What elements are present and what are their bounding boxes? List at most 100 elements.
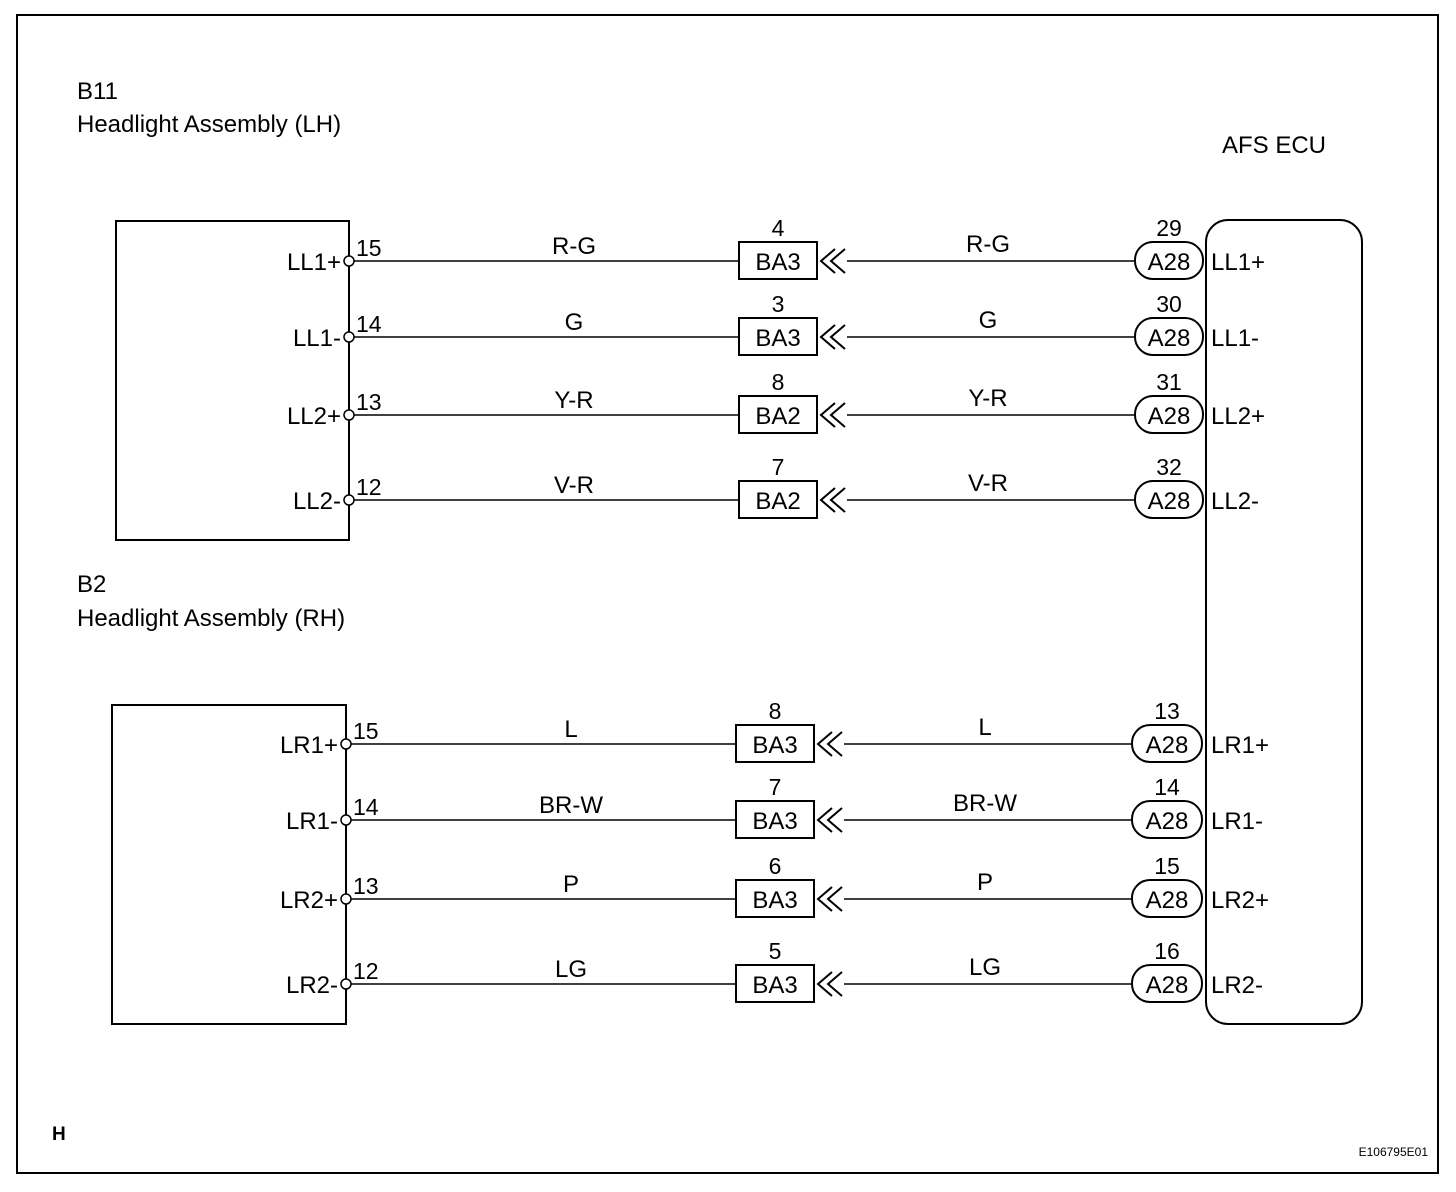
ecu-pin-number: 31 bbox=[1156, 369, 1182, 395]
rh-name: Headlight Assembly (RH) bbox=[77, 605, 345, 632]
pin-number: 13 bbox=[356, 389, 382, 415]
wire-color-right: P bbox=[977, 869, 993, 896]
ecu-pin-number: 14 bbox=[1154, 774, 1180, 800]
lh-name: Headlight Assembly (LH) bbox=[77, 111, 341, 138]
pin-terminal bbox=[340, 738, 352, 750]
ecu-connector bbox=[1131, 879, 1203, 918]
junction-pin-number: 7 bbox=[769, 774, 782, 800]
pin-terminal bbox=[340, 978, 352, 990]
connector-chevron bbox=[826, 807, 843, 833]
junction-connector bbox=[735, 879, 815, 918]
connector-chevron bbox=[829, 402, 846, 428]
ecu-pin-number: 13 bbox=[1154, 698, 1180, 724]
connector-chevron bbox=[816, 731, 833, 757]
connector-chevron bbox=[816, 971, 833, 997]
junction-pin-number: 8 bbox=[769, 698, 782, 724]
connector-chevron bbox=[829, 487, 846, 513]
afs-ecu-box bbox=[1205, 219, 1363, 1025]
ecu-terminal-name: LR1- bbox=[1211, 808, 1263, 835]
ecu-connector-label: A28 bbox=[1146, 972, 1189, 999]
ecu-name: AFS ECU bbox=[1222, 132, 1326, 159]
ecu-terminal-name: LL2- bbox=[1211, 488, 1259, 515]
pin-name: LL1- bbox=[293, 325, 341, 352]
ecu-connector bbox=[1134, 395, 1204, 434]
ecu-connector-label: A28 bbox=[1148, 249, 1191, 276]
pin-number: 14 bbox=[356, 311, 382, 337]
connector-chevron bbox=[819, 248, 836, 274]
junction-connector bbox=[738, 480, 818, 519]
junction-connector-label: BA3 bbox=[752, 732, 797, 759]
pin-name: LL2+ bbox=[287, 403, 341, 430]
ecu-pin-number: 30 bbox=[1156, 291, 1182, 317]
pin-number: 12 bbox=[353, 958, 379, 984]
pin-name: LR1- bbox=[286, 808, 338, 835]
junction-pin-number: 6 bbox=[769, 853, 782, 879]
junction-connector bbox=[738, 317, 818, 356]
ecu-connector bbox=[1131, 964, 1203, 1003]
ecu-connector bbox=[1134, 480, 1204, 519]
ecu-terminal-name: LR2+ bbox=[1211, 887, 1269, 914]
junction-connector-label: BA2 bbox=[755, 488, 800, 515]
pin-name: LR2+ bbox=[280, 887, 338, 914]
rh-headlight-box bbox=[111, 704, 347, 1025]
wire-color-left: L bbox=[564, 716, 577, 743]
pin-number: 12 bbox=[356, 474, 382, 500]
junction-pin-number: 3 bbox=[772, 291, 785, 317]
ecu-connector bbox=[1134, 241, 1204, 280]
corner-letter: H bbox=[52, 1124, 66, 1145]
pin-name: LL2- bbox=[293, 488, 341, 515]
ecu-connector-label: A28 bbox=[1148, 325, 1191, 352]
ecu-terminal-name: LL1+ bbox=[1211, 249, 1265, 276]
ecu-connector bbox=[1131, 800, 1203, 839]
ecu-pin-number: 32 bbox=[1156, 454, 1182, 480]
lh-code: B11 bbox=[77, 78, 118, 105]
ecu-connector-label: A28 bbox=[1148, 488, 1191, 515]
wire-color-left: Y-R bbox=[554, 387, 593, 414]
ecu-terminal-name: LR2- bbox=[1211, 972, 1263, 999]
pin-name: LR2- bbox=[286, 972, 338, 999]
pin-terminal bbox=[343, 494, 355, 506]
wire-color-left: LG bbox=[555, 956, 587, 983]
wire-color-left: R-G bbox=[552, 233, 596, 260]
junction-connector bbox=[738, 395, 818, 434]
ecu-pin-number: 16 bbox=[1154, 938, 1180, 964]
lh-headlight-box bbox=[115, 220, 350, 541]
pin-terminal bbox=[343, 409, 355, 421]
ecu-pin-number: 15 bbox=[1154, 853, 1180, 879]
junction-connector-label: BA3 bbox=[752, 887, 797, 914]
connector-chevron bbox=[829, 324, 846, 350]
connector-chevron bbox=[819, 487, 836, 513]
connector-chevron bbox=[826, 971, 843, 997]
pin-terminal bbox=[343, 255, 355, 267]
junction-connector-label: BA3 bbox=[752, 808, 797, 835]
ecu-pin-number: 29 bbox=[1156, 215, 1182, 241]
pin-number: 15 bbox=[353, 718, 379, 744]
ecu-connector bbox=[1131, 724, 1203, 763]
wire-color-right: BR-W bbox=[953, 790, 1017, 817]
junction-pin-number: 7 bbox=[772, 454, 785, 480]
ecu-connector-label: A28 bbox=[1146, 732, 1189, 759]
connector-chevron bbox=[829, 248, 846, 274]
wire-color-right: LG bbox=[969, 954, 1001, 981]
junction-connector bbox=[735, 800, 815, 839]
wire-color-right: G bbox=[979, 307, 998, 334]
pin-terminal bbox=[343, 331, 355, 343]
connector-chevron bbox=[826, 886, 843, 912]
wire-color-right: R-G bbox=[966, 231, 1010, 258]
junction-connector-label: BA3 bbox=[752, 972, 797, 999]
junction-connector-label: BA3 bbox=[755, 249, 800, 276]
wire-color-right: V-R bbox=[968, 470, 1008, 497]
wire-color-right: L bbox=[978, 714, 991, 741]
pin-number: 13 bbox=[353, 873, 379, 899]
pin-terminal bbox=[340, 893, 352, 905]
junction-connector-label: BA3 bbox=[755, 325, 800, 352]
pin-number: 14 bbox=[353, 794, 379, 820]
junction-pin-number: 4 bbox=[772, 215, 785, 241]
wire-color-left: BR-W bbox=[539, 792, 603, 819]
connector-chevron bbox=[819, 402, 836, 428]
wire-color-left: V-R bbox=[554, 472, 594, 499]
ecu-connector-label: A28 bbox=[1146, 808, 1189, 835]
pin-name: LL1+ bbox=[287, 249, 341, 276]
junction-connector-label: BA2 bbox=[755, 403, 800, 430]
